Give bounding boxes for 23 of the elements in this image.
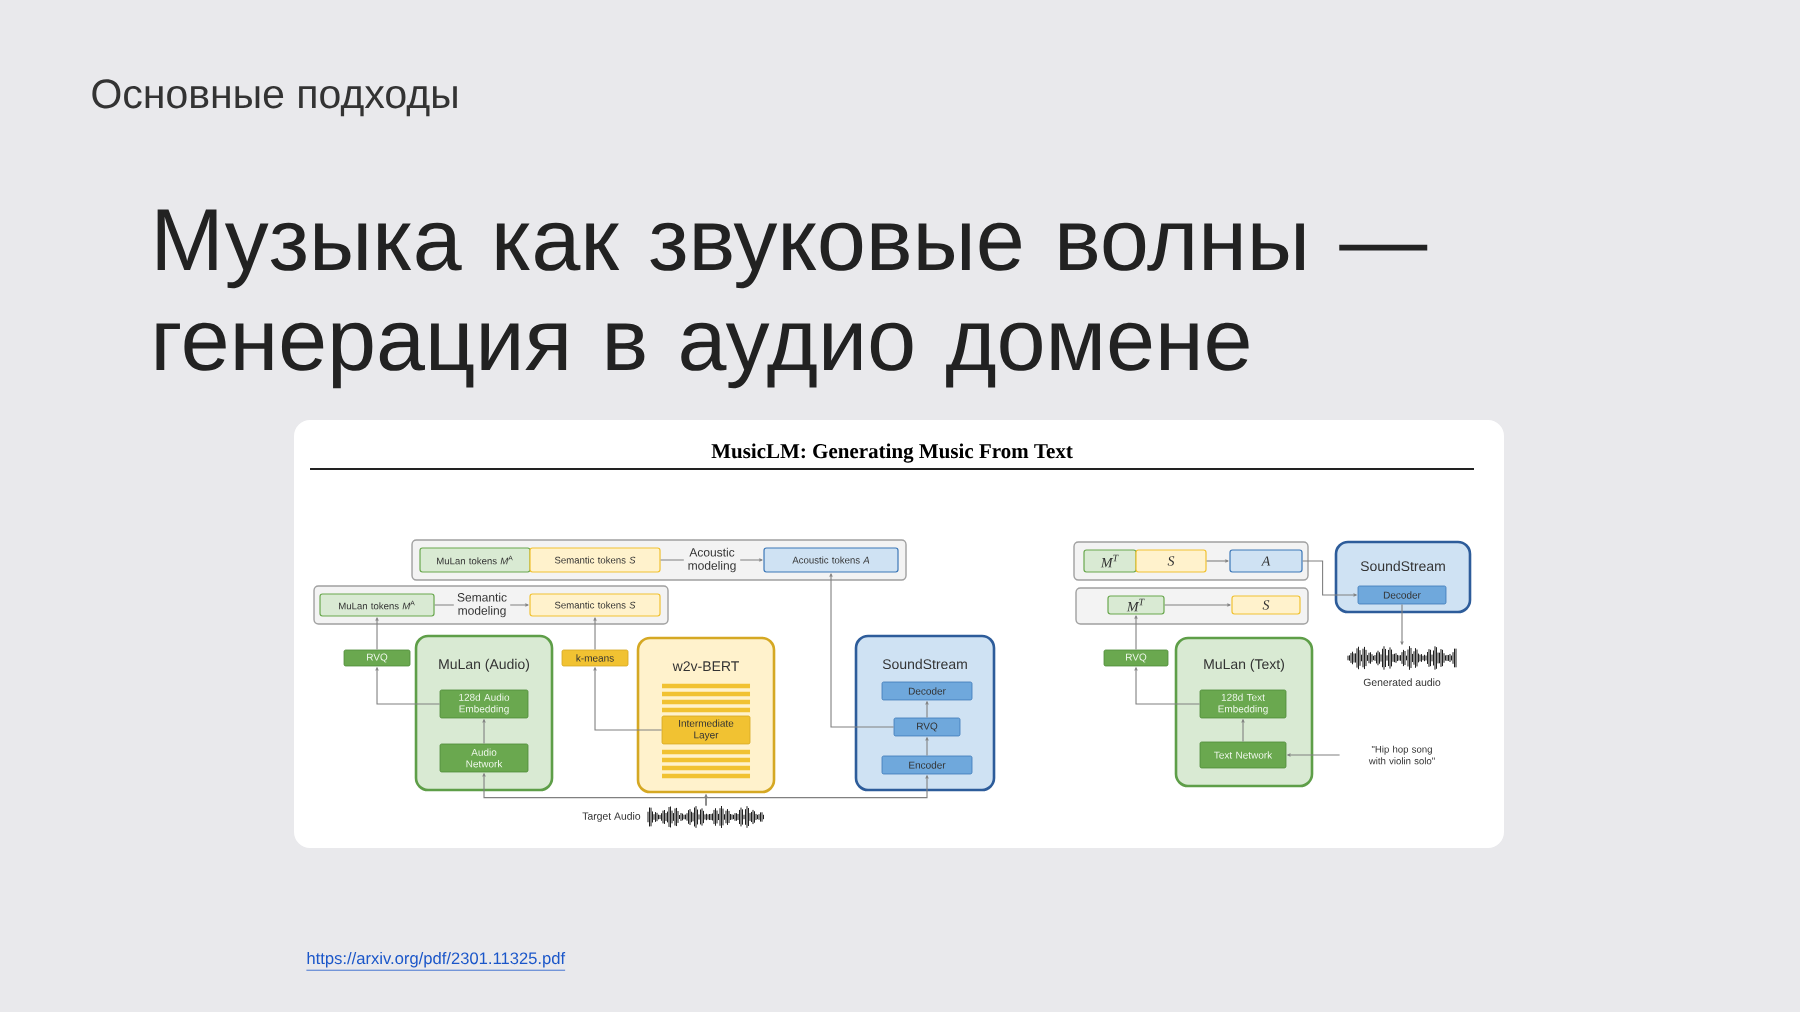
arrow [1134,667,1201,705]
section-heading: Основные подходы [92,79,457,117]
arrow [705,775,929,807]
arrow [482,719,486,745]
arrow [925,701,929,719]
arrow [375,667,441,705]
link: https://arxiv.org/pdf/2301.11325.pdf [306,951,566,971]
arrow [593,617,597,651]
arrow [1164,603,1231,607]
arrow [925,737,929,757]
arrow [1241,719,1245,743]
arrow [1206,559,1229,563]
arrow [829,573,895,728]
waveform [1347,645,1457,671]
arrow [375,617,379,651]
waveform [647,805,764,829]
figure-title: MusicLM: Generating Music From Text [711,443,1073,463]
arrow [1287,753,1341,757]
arrow [1134,615,1138,651]
arrow [1302,560,1357,597]
arrow [1400,603,1404,645]
arrow [593,667,663,731]
slide-title: Музыка как звуковые волны — генерация в аудио домене [156,209,1428,389]
